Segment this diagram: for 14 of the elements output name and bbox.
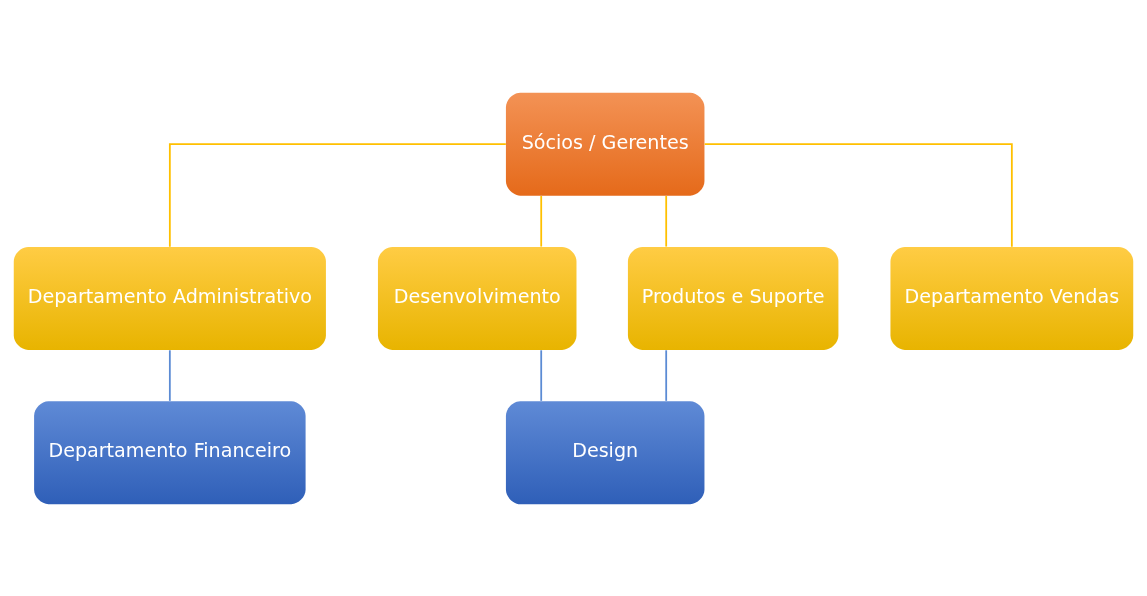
node-box: Departamento Administrativo — [13, 246, 326, 350]
node-box: Design — [505, 400, 705, 504]
connector — [540, 194, 543, 247]
connector — [168, 142, 507, 248]
node-box: Departamento Vendas — [890, 246, 1134, 350]
connector — [703, 142, 1013, 248]
connector — [665, 348, 668, 402]
connector — [540, 348, 543, 402]
connector — [665, 194, 668, 247]
node-box: Desenvolvimento — [377, 246, 577, 350]
node-box: Produtos e Suporte — [627, 246, 839, 350]
node-box: Sócios / Gerentes — [505, 92, 705, 196]
connector — [168, 348, 171, 402]
node-box: Departamento Financeiro — [34, 400, 306, 504]
